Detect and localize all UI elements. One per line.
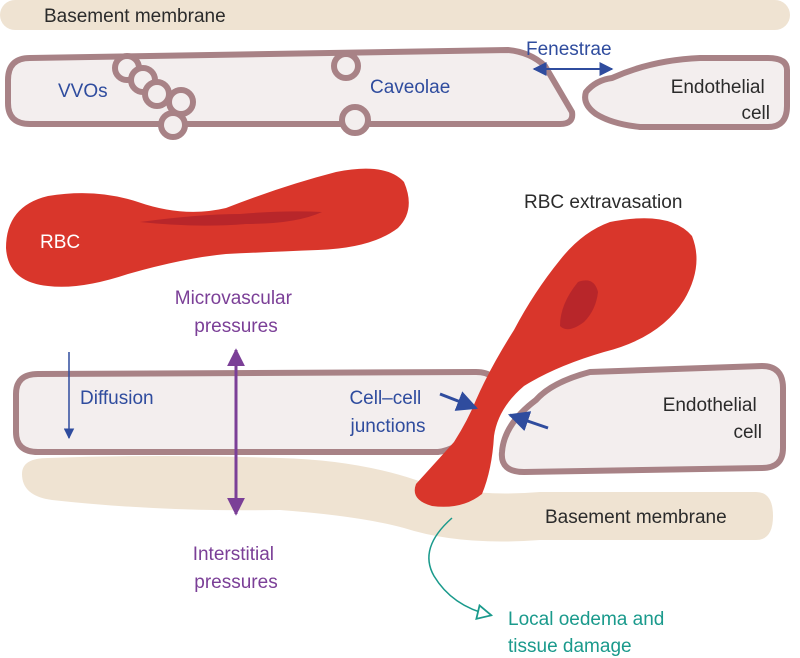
endothelial-cell-top-right — [582, 55, 790, 130]
endothelial-cell-bottom-line1: Endothelial — [663, 395, 757, 416]
interstitial-pressures-line2: pressures — [194, 572, 277, 593]
basement-membrane-top-label: Basement membrane — [44, 6, 226, 27]
rbc-cell-shading — [140, 211, 322, 226]
cell-cell-junctions-line1: Cell–cell — [349, 388, 421, 409]
junction-arrow-left — [439, 391, 478, 411]
local-oedema-line2: tissue damage — [508, 636, 632, 657]
oedema-arrow — [428, 517, 490, 615]
endothelial-cell-bottom-left — [13, 369, 500, 455]
vvos-vesicles — [112, 53, 196, 140]
endothelial-cell-top-label: Endothelial cell — [671, 77, 770, 124]
interstitial-pressures-label: Interstitial pressures — [193, 544, 280, 593]
basement-membrane-bottom — [22, 456, 773, 542]
microvascular-pressures-line1: Microvascular — [175, 288, 293, 309]
cell-cell-junctions-label: Cell–cell junctions — [349, 388, 426, 437]
caveolae-label: Caveolae — [370, 77, 450, 98]
interstitial-pressures-line1: Interstitial — [193, 544, 274, 565]
endothelial-cell-bottom-line2: cell — [733, 422, 762, 443]
endothelial-cell-top-line2: cell — [741, 103, 770, 124]
microvascular-pressures-label: Microvascular pressures — [175, 288, 297, 337]
rbc-label: RBC — [40, 232, 80, 253]
caveolae-vesicles — [331, 51, 371, 136]
fenestrae-label: Fenestrae — [526, 39, 612, 60]
diffusion-label: Diffusion — [80, 388, 154, 409]
endothelial-cell-bottom-label: Endothelial cell — [663, 395, 762, 443]
rbc-extravasating — [414, 218, 697, 507]
endothelial-cell-bottom-right — [498, 363, 786, 475]
rbc-extravasation-label: RBC extravasation — [524, 192, 682, 213]
cell-cell-junctions-line2: junctions — [350, 416, 426, 437]
microvascular-pressures-line2: pressures — [194, 316, 277, 337]
vvos-label: VVOs — [58, 81, 108, 102]
basement-membrane-bottom-label: Basement membrane — [545, 507, 727, 528]
endothelial-cell-top-line1: Endothelial — [671, 77, 765, 98]
local-oedema-label: Local oedema and tissue damage — [508, 609, 670, 657]
rbc-cell — [6, 168, 409, 287]
local-oedema-line1: Local oedema and — [508, 609, 664, 630]
junction-arrow-right — [508, 411, 549, 432]
basement-membrane-top — [0, 0, 790, 30]
rbc-extravasating-shading — [560, 280, 598, 330]
